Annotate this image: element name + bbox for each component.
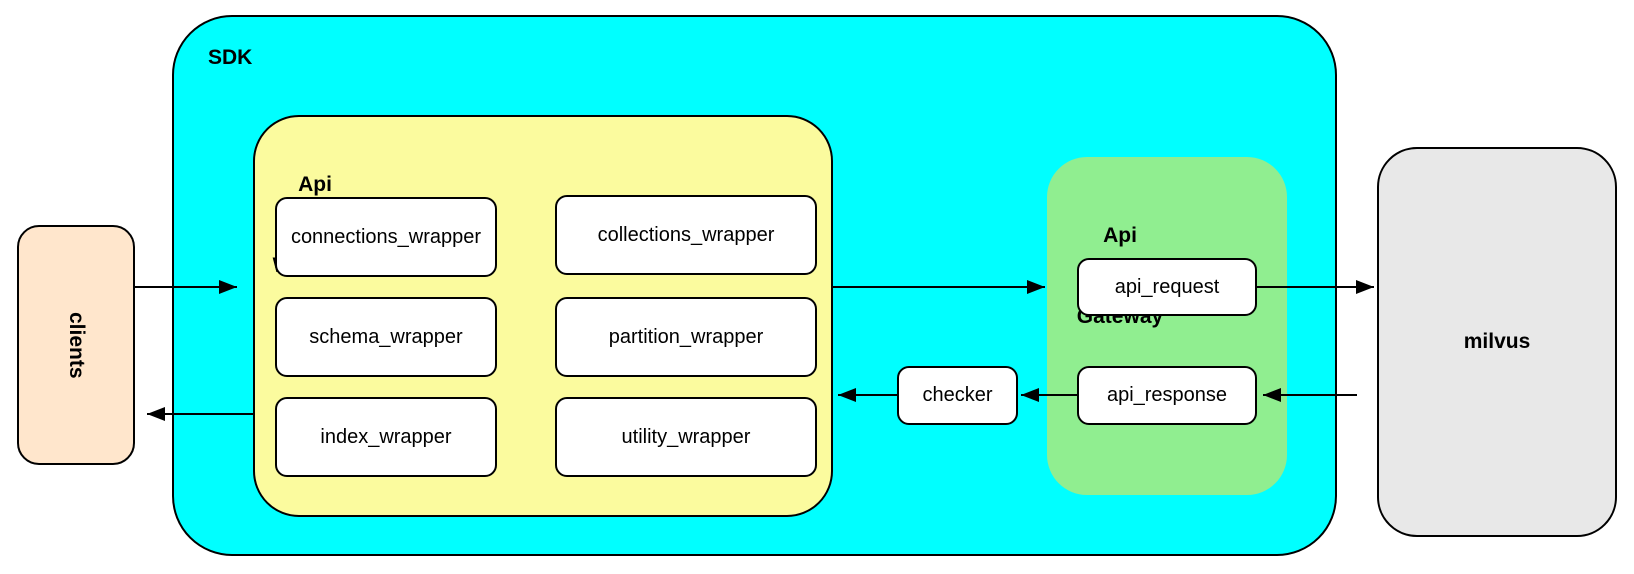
node-collections-wrapper: collections_wrapper xyxy=(555,195,817,275)
node-clients-label: clients xyxy=(65,311,88,379)
node-api-response: api_response xyxy=(1077,366,1257,425)
sdk-group-label: SDK xyxy=(208,46,253,69)
api-gateway-group xyxy=(1047,157,1287,495)
api-gateway-label-line1: Api xyxy=(1103,224,1137,247)
api-wrapper-label-line1: Api xyxy=(298,173,332,196)
node-connections-wrapper: connections_wrapper xyxy=(275,197,497,277)
node-milvus: milvus xyxy=(1377,147,1617,537)
node-index-wrapper: index_wrapper xyxy=(275,397,497,477)
node-partition-wrapper: partition_wrapper xyxy=(555,297,817,377)
node-utility-wrapper: utility_wrapper xyxy=(555,397,817,477)
node-checker: checker xyxy=(897,366,1018,425)
node-api-request: api_request xyxy=(1077,258,1257,316)
node-schema-wrapper: schema_wrapper xyxy=(275,297,497,377)
node-clients: clients xyxy=(17,225,135,465)
